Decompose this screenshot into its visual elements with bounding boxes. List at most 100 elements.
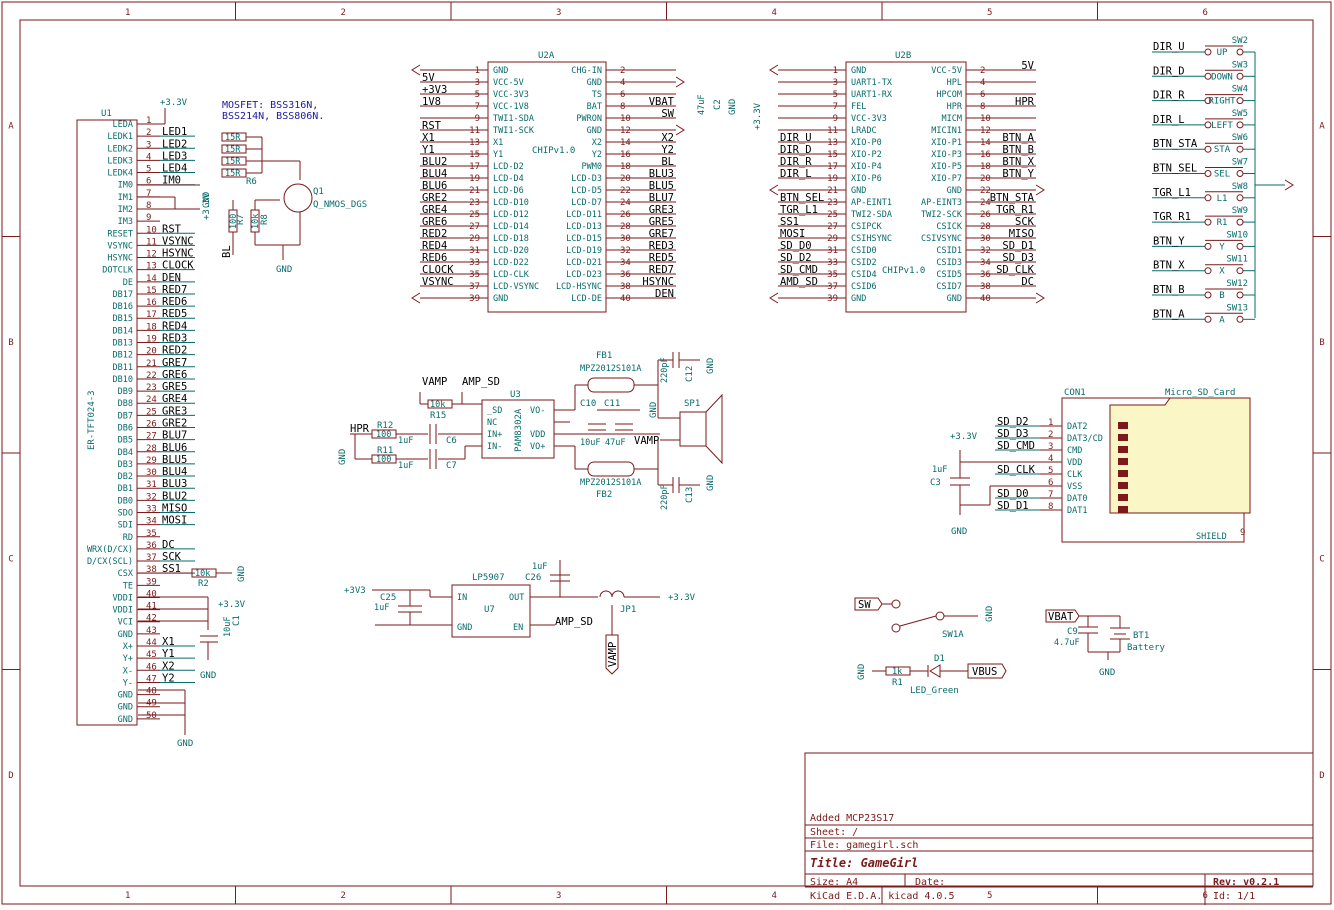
u2b-net-label: SD_D3 (1002, 252, 1034, 264)
u1-pin-name: DB1 (118, 484, 133, 494)
u2b-pin-number: 9 (833, 114, 838, 124)
u2a-net-label: BLU2 (422, 156, 447, 168)
net-vamp-flag: VAMP (607, 642, 619, 667)
u1-pin-number: 5 (146, 165, 151, 175)
u2a-net-label: GRE7 (649, 228, 674, 240)
border-row-label: A (8, 121, 14, 131)
u7-pin-en: EN (513, 623, 523, 633)
u2a-net-label: X1 (422, 132, 435, 144)
u1-pin-name: DB15 (113, 314, 133, 324)
u1-pin-name: DB12 (113, 351, 133, 361)
u2b-pin-number: 3 (833, 78, 838, 88)
tb-sheet: Sheet: / (810, 827, 858, 838)
switch-label: X (1219, 267, 1225, 277)
u1-value: ER-TFT024-3 (87, 390, 97, 450)
u1-pin-name: TE (123, 581, 133, 591)
u1-net-label: BLU2 (162, 490, 187, 502)
u2a-pin-number: 23 (469, 198, 480, 208)
u2b-net-label: SD_CMD (780, 264, 818, 276)
u1-pin-number: 11 (146, 237, 157, 247)
u3-pin-von: VO- (530, 406, 545, 416)
u1-pin-name: DB17 (113, 290, 133, 300)
fb2-ref: FB2 (596, 490, 612, 500)
c9-value: 4.7uF (1054, 638, 1080, 648)
u1-net-label: RED4 (162, 320, 187, 332)
u2a-pin-name: PWM0 (582, 162, 602, 172)
r7-value: 100 (229, 214, 239, 229)
u1-pin-name: CSX (118, 569, 134, 579)
u1-pin-name: GND (118, 630, 133, 640)
u1-pin-number: 32 (146, 492, 157, 502)
jp1-ref: JP1 (620, 605, 636, 615)
u2b-pin-number: 2 (980, 66, 985, 76)
u2b-pin-number: 13 (827, 138, 838, 148)
u1-pin-name: RESET (107, 229, 133, 239)
u2a-pin-number: 15 (469, 150, 480, 160)
u2b-pin-name: HPL (947, 78, 962, 88)
u1-net-label: RED5 (162, 308, 187, 320)
c11-value: 47uF (605, 438, 625, 448)
u2a-pin-name: LCD-HSYNC (556, 282, 602, 292)
u1-pin-number: 49 (146, 699, 157, 709)
u1-pin-number: 10 (146, 225, 157, 235)
u2b-pin-name: LRADC (851, 126, 877, 136)
u2b-net-label: BTN_Y (1002, 168, 1034, 180)
u2b-net-label: BTN_STA (990, 192, 1035, 204)
net-vamp-spk: VAMP (634, 435, 659, 447)
u2a-pin-name: GND (493, 294, 508, 304)
u2a-pin-number: 18 (620, 162, 631, 172)
u1-pin-name: X+ (123, 642, 133, 652)
u1-pin-number: 16 (146, 298, 157, 308)
switch-label: RIGHT (1208, 97, 1236, 107)
gnd-u1: GND (177, 739, 193, 749)
u2b-pin-name: GND (851, 294, 866, 304)
c10-value: 10uF (580, 438, 600, 448)
border-col-label: 2 (341, 891, 346, 901)
net-ampsd-u3: AMP_SD (462, 376, 500, 388)
u2a-pin-number: 16 (620, 150, 631, 160)
u1-pin-number: 46 (146, 662, 157, 672)
u2a-pin-name: GND (493, 66, 508, 76)
u1-pin-name: Y+ (123, 654, 133, 664)
u1-net-label: DC (162, 539, 175, 551)
u2b-pin-number: 23 (827, 198, 838, 208)
u1-pin-name: LEDK3 (107, 156, 133, 166)
tb-size: Size: A4 (810, 877, 858, 888)
sd-value: Micro_SD_Card (1165, 388, 1235, 398)
u2b-pin-number: 24 (980, 198, 991, 208)
u3-pin-inp: IN+ (487, 430, 502, 440)
u2b-pin-name: MICIN1 (931, 126, 962, 136)
u2b-pin-name: TWI2-SDA (851, 210, 892, 220)
u2a-net-label: BL (661, 156, 674, 168)
u2b-pin-name: XIO-P7 (931, 174, 962, 184)
c13-ref: C13 (685, 487, 695, 503)
u2a-pin-number: 5 (475, 90, 480, 100)
fb1-value: MPZ2012S101A (580, 364, 641, 374)
u2a-net-label: X2 (661, 132, 674, 144)
d1-ref: D1 (934, 654, 945, 664)
u2b-pin-name: UART1-TX (851, 78, 893, 88)
switch-label: DOWN (1211, 72, 1233, 82)
switch-ref: SW7 (1232, 158, 1248, 168)
u2b-net-label: AMD_SD (780, 276, 818, 288)
u2a-pin-number: 20 (620, 174, 631, 184)
u2b-pin-number: 6 (980, 90, 985, 100)
c11-ref: C11 (604, 399, 620, 409)
r12-ref: R12 (377, 421, 393, 431)
u2a-pin-number: 1 (475, 66, 480, 76)
u2b-pin-name: CSIPCK (851, 222, 883, 232)
sd-pin-number: 2 (1048, 430, 1053, 440)
u2a-net-label: VBAT (649, 96, 675, 108)
u1-net-label: GRE2 (162, 418, 187, 430)
u1-pin-name: DB13 (113, 339, 133, 349)
border-row-label: A (1319, 121, 1325, 131)
border-row-label: D (1319, 771, 1324, 781)
u2a-pin-number: 14 (620, 138, 631, 148)
u1-pin-name: GND (118, 715, 133, 725)
u2a-pin-number: 34 (620, 258, 631, 268)
border-col-label: 6 (1203, 8, 1208, 18)
u2b-pin-name: CSID5 (936, 270, 962, 280)
net-sw-flag: SW (858, 599, 871, 611)
u3-pin-nc: NC (487, 418, 497, 428)
